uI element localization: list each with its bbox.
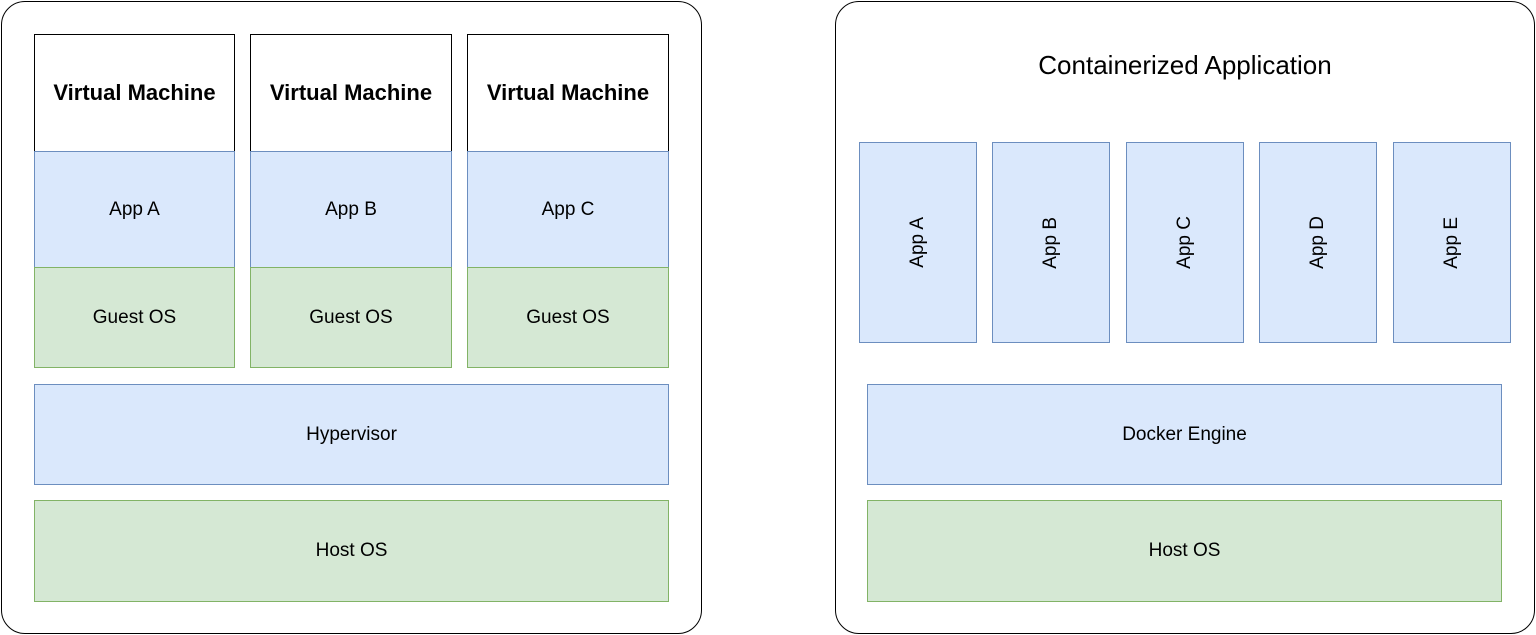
container-host-os-layer: Host OS <box>867 500 1502 602</box>
container-app-c: App C <box>1126 142 1244 343</box>
vm-header-1: Virtual Machine <box>34 34 235 152</box>
vm-guest-os-1: Guest OS <box>34 267 235 368</box>
container-app-d: App D <box>1259 142 1377 343</box>
vm-header-2: Virtual Machine <box>250 34 452 152</box>
vm-app-1: App A <box>34 151 235 268</box>
container-app-e: App E <box>1393 142 1511 343</box>
vm-app-3: App C <box>467 151 669 268</box>
vm-guest-os-3: Guest OS <box>467 267 669 368</box>
container-app-d-label: App D <box>1307 216 1328 269</box>
container-panel-title: Containerized Application <box>1038 50 1332 80</box>
docker-engine-layer: Docker Engine <box>867 384 1502 485</box>
container-app-c-label: App C <box>1174 216 1195 269</box>
vm-app-2: App B <box>250 151 452 268</box>
container-app-e-label: App E <box>1441 216 1462 269</box>
container-app-a: App A <box>859 142 977 343</box>
container-app-b: App B <box>992 142 1110 343</box>
vm-guest-os-2: Guest OS <box>250 267 452 368</box>
vm-host-os-layer: Host OS <box>34 500 669 602</box>
hypervisor-layer: Hypervisor <box>34 384 669 485</box>
container-app-a-label: App A <box>907 217 928 268</box>
container-app-b-label: App B <box>1040 216 1061 269</box>
vm-header-3: Virtual Machine <box>467 34 669 152</box>
